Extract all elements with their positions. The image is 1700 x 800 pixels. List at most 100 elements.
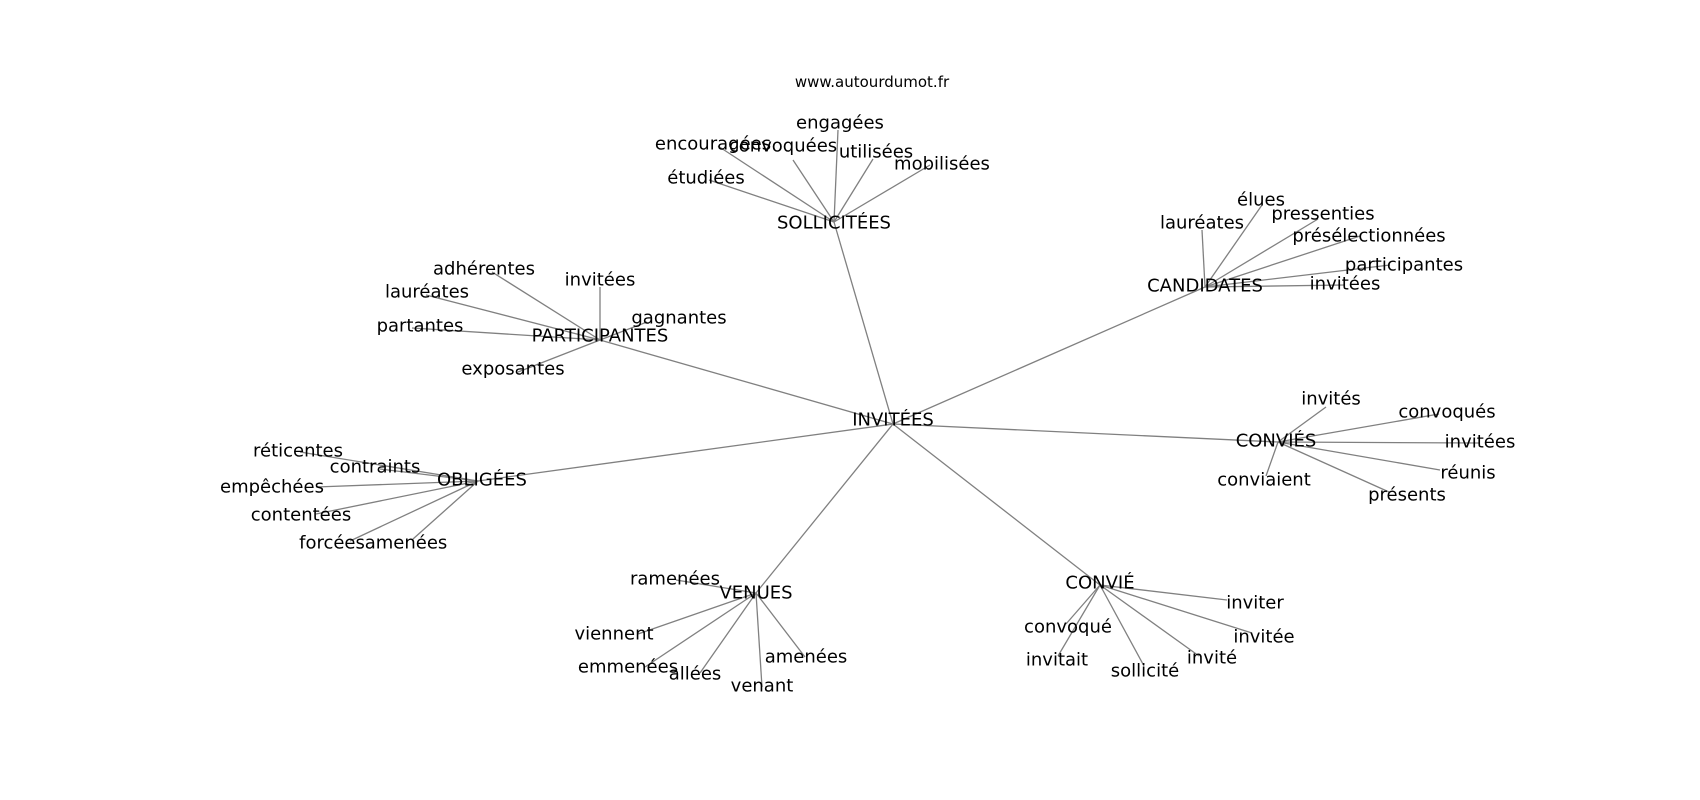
node-hub-venues: VENUES [719,583,792,604]
node-leaf-obligees-contentees: contentées [251,505,351,526]
node-leaf-obligees-amenees: amenées [365,533,448,554]
edge-convies-invites [1277,406,1327,443]
node-leaf-participantes-adherentes: adhérentes [433,259,535,280]
edge-convie-sollicite [1099,584,1145,667]
edge-participantes-gagnantes [599,321,648,341]
edge-candidates-preselectionnees [1204,235,1361,288]
edge-root-venues [755,423,894,594]
node-leaf-convies-presents: présents [1368,485,1446,506]
edge-obligees-amenees [412,480,479,540]
edge-layer [299,129,1481,688]
node-leaf-obligees-empechees: empêchées [220,477,324,498]
edge-convie-invitait [1057,584,1101,657]
edge-candidates-participantes [1204,264,1391,288]
edge-venues-amenees [755,592,806,658]
node-leaf-participantes-exposantes: exposantes [461,359,564,380]
node-leaf-candidates-preselectionnees: présélectionnées [1292,226,1445,247]
node-leaf-candidates-invitees: invitées [1310,274,1381,295]
source-watermark: www.autourdumot.fr [795,73,950,91]
node-hub-convies: CONVIÉS [1236,430,1317,452]
node-leaf-convie-invitee: invitée [1233,627,1294,648]
edge-participantes-exposantes [517,339,601,373]
edge-candidates-pressenties [1204,218,1319,288]
node-root-invitees: INVITÉES [852,409,934,431]
node-leaf-venues-viennent: viennent [574,624,653,645]
edge-venues-viennent [637,592,757,635]
edge-candidates-invitees [1204,284,1346,288]
label-layer: INVITÉES SOLLICITÉES encouragéesconvoquées… [220,113,1515,697]
edge-convies-invitees [1277,441,1481,444]
edge-venues-venant [755,592,763,688]
node-leaf-convies-conviaient: conviaient [1217,470,1311,491]
edge-sollicitees-encouragees [717,145,835,223]
edge-obligees-empechees [315,480,479,488]
node-leaf-convies-invitees: invitées [1445,432,1516,453]
node-leaf-venues-emmenees: emmenées [578,657,678,678]
node-leaf-convies-convoques: convoqués [1398,402,1495,423]
edge-obligees-contentees [315,480,479,515]
node-leaf-sollicitees-utilisees: utilisées [839,142,913,163]
edge-venues-emmenees [644,592,757,668]
node-leaf-convies-reunis: réunis [1440,463,1495,484]
edge-obligees-reticentes [299,451,479,482]
edge-convie-convoque [1065,584,1101,625]
node-leaf-sollicitees-mobilisees: mobilisées [894,154,990,175]
edge-convies-convoques [1277,413,1440,443]
node-leaf-convies-invites: invités [1301,389,1361,410]
node-leaf-venues-venant: venant [731,676,794,697]
node-leaf-convie-invitait: invitait [1026,650,1088,671]
edge-root-candidates [892,286,1206,425]
edge-convie-invite [1099,584,1200,657]
edge-root-sollicitees [833,221,894,425]
edge-participantes-adherentes [491,271,601,341]
edge-convies-conviaient [1265,441,1279,477]
node-hub-participantes: PARTICIPANTES [532,326,669,347]
node-leaf-participantes-invitees: invitées [565,270,636,291]
node-leaf-candidates-elues: élues [1237,190,1285,211]
node-leaf-convie-inviter: inviter [1226,593,1284,614]
edge-sollicitees-mobilisees [833,164,931,223]
edge-convies-presents [1277,441,1390,493]
node-leaf-candidates-laureates: lauréates [1160,213,1244,234]
node-leaf-sollicitees-convoquees: convoquées [729,136,837,157]
node-hub-convie: CONVIÉ [1065,572,1134,594]
node-leaf-venues-amenees: amenées [765,647,848,668]
node-leaf-candidates-participantes: participantes [1345,255,1463,276]
edge-participantes-laureates [425,294,601,341]
edge-root-convie [892,423,1101,586]
edge-convies-reunis [1277,441,1441,471]
edge-venues-ramenees [675,579,757,594]
edge-obligees-forcees [349,480,479,542]
edge-root-participantes [599,339,894,425]
edge-convie-inviter [1099,584,1228,601]
node-leaf-venues-ramenees: ramenées [630,569,720,590]
edge-sollicitees-convoquees [792,159,835,223]
node-leaf-convie-convoque: convoqué [1024,617,1112,638]
node-leaf-obligees-forcees: forcées [299,533,365,554]
edge-sollicitees-etudiees [708,179,835,223]
node-leaf-sollicitees-engagees: engagées [796,113,884,134]
edge-convie-invitee [1099,584,1253,634]
node-leaf-convie-sollicite: sollicité [1111,661,1179,682]
node-leaf-sollicitees-encouragees: encouragées [655,134,771,155]
edge-sollicitees-utilisees [833,158,874,223]
node-hub-candidates: CANDIDATES [1147,276,1263,297]
node-leaf-venues-allees: allées [669,664,722,685]
edge-root-obligees [477,423,894,482]
node-hub-obligees: OBLIGÉES [437,469,527,491]
node-leaf-sollicitees-etudiees: étudiées [667,168,745,189]
edge-candidates-laureates [1201,229,1206,288]
edge-obligees-contraints [379,468,479,482]
node-leaf-convie-invite: invité [1187,648,1237,669]
node-leaf-participantes-gagnantes: gagnantes [631,308,726,329]
node-hub-sollicitees: SOLLICITÉES [777,212,891,234]
edge-sollicitees-engagees [833,129,839,223]
edge-candidates-elues [1204,204,1263,288]
node-leaf-candidates-pressenties: pressenties [1271,204,1374,225]
edge-participantes-partantes [411,327,601,341]
edge-venues-allees [699,592,757,674]
edge-root-convies [892,423,1279,443]
node-leaf-obligees-reticentes: réticentes [253,441,343,462]
node-leaf-obligees-contraints: contraints [330,457,421,478]
